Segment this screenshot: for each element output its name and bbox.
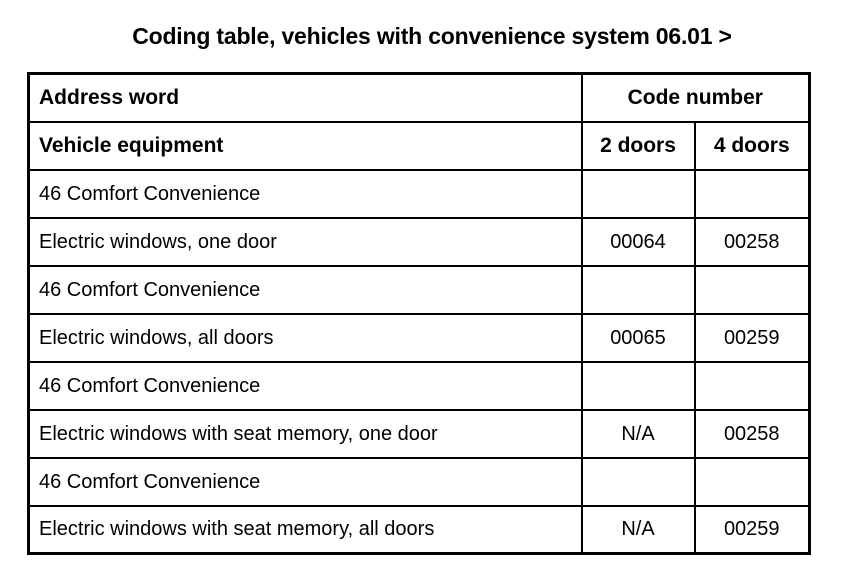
cell-equipment-label: Electric windows with seat memory, one d… [27,408,583,459]
table-row: 46 Comfort Convenience [27,456,811,507]
table-row: Electric windows, one door 00064 00258 [27,216,811,267]
cell-code-four-doors [693,360,811,411]
cell-code-four-doors: 00258 [693,408,811,459]
cell-code-two-doors: 00065 [580,312,696,363]
cell-code-two-doors [580,456,696,507]
cell-equipment-label: 46 Comfort Convenience [27,264,583,315]
header-cell-vehicle-equipment: Vehicle equipment [27,120,583,171]
cell-code-four-doors [693,264,811,315]
table-header-row-equipment: Vehicle equipment 2 doors 4 doors [27,120,811,171]
cell-code-four-doors [693,168,811,219]
cell-code-two-doors: 00064 [580,216,696,267]
table-row: Electric windows with seat memory, all d… [27,504,811,555]
cell-equipment-label: Electric windows with seat memory, all d… [27,504,583,555]
table-row: Electric windows, all doors 00065 00259 [27,312,811,363]
coding-table: Address word Code number Vehicle equipme… [27,72,811,555]
cell-equipment-label: Electric windows, all doors [27,312,583,363]
cell-code-four-doors: 00258 [693,216,811,267]
table-row: 46 Comfort Convenience [27,360,811,411]
cell-code-two-doors: N/A [580,504,696,555]
cell-code-four-doors [693,456,811,507]
cell-equipment-label: 46 Comfort Convenience [27,456,583,507]
cell-code-two-doors [580,168,696,219]
cell-code-two-doors [580,264,696,315]
cell-code-two-doors [580,360,696,411]
table-row: 46 Comfort Convenience [27,264,811,315]
table-header-row-address: Address word Code number [27,72,811,123]
cell-equipment-label: 46 Comfort Convenience [27,168,583,219]
table-row: Electric windows with seat memory, one d… [27,408,811,459]
page-title: Coding table, vehicles with convenience … [132,23,732,49]
cell-equipment-label: Electric windows, one door [27,216,583,267]
header-cell-address-word: Address word [27,72,583,123]
cell-code-four-doors: 00259 [693,312,811,363]
cell-code-four-doors: 00259 [693,504,811,555]
table-row: 46 Comfort Convenience [27,168,811,219]
header-cell-four-doors: 4 doors [693,120,811,171]
cell-equipment-label: 46 Comfort Convenience [27,360,583,411]
header-cell-code-number: Code number [580,72,811,123]
header-cell-two-doors: 2 doors [580,120,696,171]
cell-code-two-doors: N/A [580,408,696,459]
